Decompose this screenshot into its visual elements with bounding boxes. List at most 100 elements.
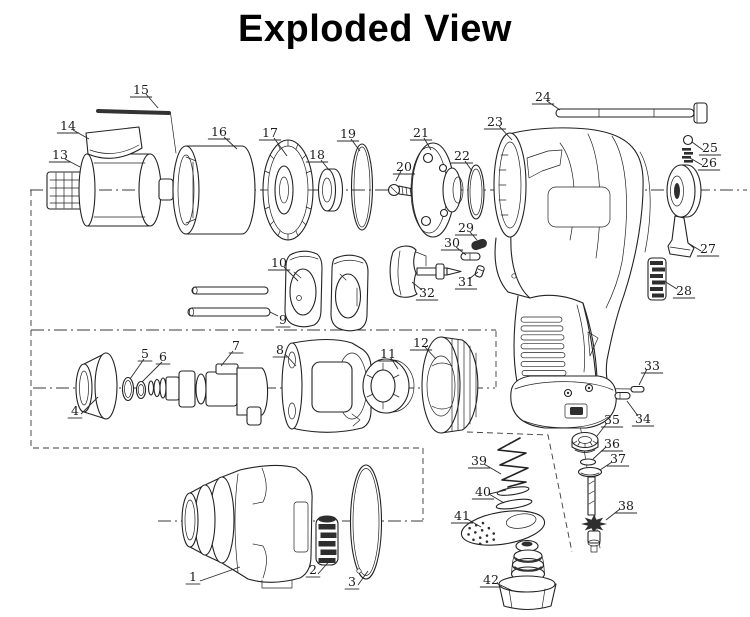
leader-line	[638, 368, 648, 386]
part-number-4: 4	[71, 403, 79, 418]
leader-line	[469, 231, 478, 241]
part-number-41: 41	[454, 508, 470, 523]
part-number-27: 27	[700, 241, 716, 256]
leader-line	[395, 170, 402, 182]
leader-line	[223, 136, 238, 150]
leader-line	[80, 396, 99, 415]
callout-main-housing: 23	[483, 114, 513, 141]
part-number-38: 38	[618, 498, 634, 513]
leader-line	[468, 271, 479, 280]
leader-line	[596, 422, 608, 437]
part-12-front-cap	[421, 336, 479, 434]
part-number-12: 12	[413, 335, 429, 350]
leader-line	[423, 137, 432, 151]
leader-line	[141, 361, 163, 383]
part-32-reverse-knob	[389, 245, 462, 298]
leader-line	[284, 353, 297, 367]
part-13-rotor	[46, 153, 174, 227]
callout-rear-end-plate: 17	[258, 125, 288, 157]
callout-through-bolt: 24	[531, 89, 561, 111]
part-14-rotor-vane	[85, 126, 143, 159]
part-3-retaining-ring	[349, 464, 383, 580]
leader-line	[663, 280, 678, 290]
leader-line	[488, 489, 507, 495]
part-number-3: 3	[348, 574, 356, 589]
part-39-inlet-spring	[497, 437, 529, 488]
callout-set-screw: 31	[454, 271, 479, 290]
part-number-24: 24	[535, 89, 551, 104]
part-34-roll-pin-long	[614, 391, 631, 400]
part-27-reverse-lever	[666, 164, 702, 258]
part-number-42: 42	[483, 572, 499, 587]
part-17-rear-end-plate	[262, 139, 314, 241]
callout-motor-end-plate: 21	[409, 125, 433, 151]
callout-ratchet-spring: 28	[663, 280, 696, 299]
part-7-anvil	[147, 363, 269, 426]
part-16-cylinder	[172, 145, 256, 235]
leader-line	[546, 100, 561, 111]
leader-line	[488, 493, 505, 504]
callout-reverse-knob: 32	[411, 281, 439, 301]
part-11-bearing	[362, 358, 415, 414]
part-number-1: 1	[189, 569, 197, 584]
callout-anvil: 7	[220, 338, 244, 367]
leader-line	[269, 311, 279, 317]
leader-line	[455, 246, 467, 256]
callout-detent-spring: 26	[689, 155, 721, 171]
part-number-37: 37	[610, 451, 626, 466]
part-41-muffler-plate	[460, 510, 546, 546]
part-number-10: 10	[271, 255, 287, 270]
part-number-9: 9	[279, 312, 287, 327]
leader-line	[320, 159, 330, 171]
part-number-32: 32	[419, 285, 435, 300]
callout-valve-pin: 30	[440, 235, 467, 256]
part-24-through-bolt	[555, 102, 708, 124]
part-number-20: 20	[396, 159, 412, 174]
part-38-valve-stem	[581, 476, 607, 553]
part-number-13: 13	[52, 147, 68, 162]
leader-line	[605, 508, 621, 521]
part-35-regulator-knob	[571, 431, 599, 453]
leader-line	[498, 125, 513, 141]
leader-line	[464, 160, 473, 172]
leader-line	[283, 266, 299, 282]
part-28-ratchet-spring	[647, 257, 667, 301]
part-31-set-screw	[474, 265, 485, 278]
part-10-hammer-dogs	[284, 250, 369, 332]
callout-hammer-dogs: 10	[267, 255, 299, 282]
part-number-18: 18	[309, 147, 325, 162]
leader-line	[390, 357, 399, 370]
part-number-14: 14	[60, 118, 76, 133]
leader-line	[592, 446, 607, 460]
part-37-snap-ring	[577, 466, 603, 478]
leader-line	[317, 557, 333, 575]
callout-inlet-spring: 39	[467, 453, 502, 475]
callout-pin: 15	[129, 82, 159, 109]
part-8-hammer-frame	[281, 338, 372, 433]
callout-roll-pin-long: 34	[626, 400, 655, 427]
leader-line	[691, 141, 704, 151]
part-9-hammer-pins	[187, 286, 271, 317]
part-5-washer	[121, 376, 135, 402]
callout-cylinder: 16	[207, 124, 238, 150]
part-30-valve-pin	[460, 252, 481, 261]
leader-line	[424, 346, 437, 360]
part-26-detent-spring	[682, 148, 693, 163]
leader-line	[626, 400, 639, 417]
part-6-o-ring	[135, 380, 147, 400]
callout-rotor-vane: 14	[56, 118, 90, 140]
callout-roll-pin-short: 33	[638, 358, 664, 386]
callout-valve-plates: 40	[471, 484, 507, 504]
callout-hammer-pins: 9	[269, 311, 291, 328]
diagram-title: Exploded View	[238, 8, 512, 50]
part-40-valve-plates	[495, 486, 533, 510]
leader-line	[350, 138, 361, 152]
callout-gasket: 22	[450, 148, 474, 172]
part-number-5: 5	[141, 346, 149, 361]
part-number-15: 15	[133, 82, 149, 97]
part-4-bushing	[75, 352, 118, 420]
leader-line	[599, 461, 613, 471]
part-number-34: 34	[635, 411, 651, 426]
